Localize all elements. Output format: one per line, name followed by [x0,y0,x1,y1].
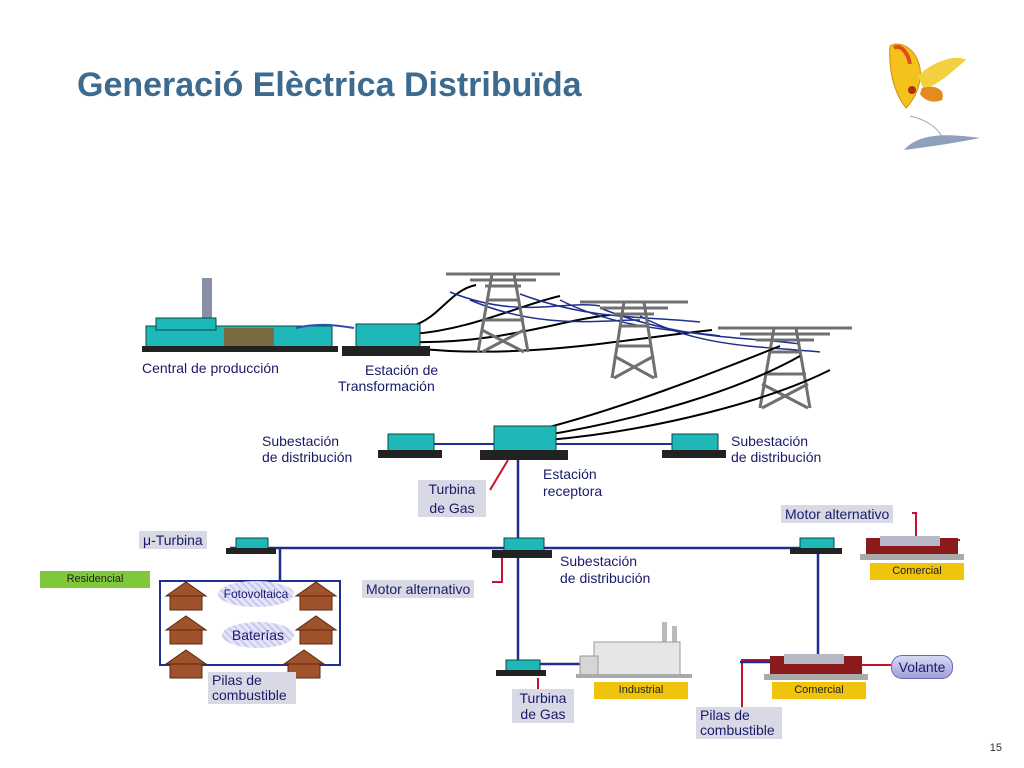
receiving-station-icon [480,425,568,460]
substation-right-icon [662,433,726,458]
label-subestacion-center-2: de distribución [560,570,651,586]
butterfly-logo [889,43,980,150]
label-estacion-receptora-2: receptora [543,483,603,499]
commercial-building-top-icon [860,536,964,560]
commercial-building-bottom-icon [764,654,868,680]
page-title: Generació Elèctrica Distribuïda [77,66,582,104]
tower-icon [580,300,688,380]
box-motor-alternativo-center: Motor alternativo [362,580,475,598]
tower-icon [446,272,560,354]
label-subestacion-left-2: de distribución [262,449,353,465]
volante-badge: Volante [891,655,953,679]
box-turbina-gas-top: Turbina de Gas [418,480,486,517]
tag-residencial: Residencial [40,571,150,588]
motor-right-icon [790,537,842,554]
tag-comercial-bottom: Comercial [772,682,866,699]
box-mu-turbina: μ-Turbina [139,531,207,549]
box-turbina-gas-bottom: Turbina de Gas [512,689,574,723]
label-pilas-left-2: combustible [212,687,287,703]
label-pilas-right-2: combustible [700,722,775,738]
ellipse-fotovoltaica: Fotovoltaica [218,581,294,607]
power-plant-icon [142,278,355,352]
label-estacion-receptora-1: Estación [543,466,597,482]
box-turbina-gas-bottom-1: Turbina [519,690,567,706]
tag-comercial-top: Comercial [870,563,964,580]
tower-icon [718,326,852,410]
label-estacion-transformacion-1: Estación de [365,362,439,378]
feeder-lines [529,345,831,441]
page-number: 15 [989,742,1002,754]
label-pilas-left-1: Pilas de [212,672,262,688]
micro-turbine-icon [226,537,276,554]
house-icon [164,581,338,679]
transformer-station-icon [342,323,430,356]
label-subestacion-right-2: de distribución [731,449,822,465]
label-estacion-transformacion-2: Transformación [338,378,435,394]
label-subestacion-left-1: Subestación [262,433,340,449]
label-subestacion-center-1: Subestación [560,553,638,569]
label-pilas-right: Pilas de combustible [696,707,782,739]
label-pilas-left: Pilas de combustible [208,672,296,704]
gas-turbine-bottom-icon [496,659,546,676]
substation-left-icon [378,433,442,458]
ellipse-baterias: Baterías [222,622,294,648]
industrial-building-icon [576,622,692,678]
box-turbina-gas-bottom-2: de Gas [520,706,566,722]
substation-center-icon [492,537,552,558]
label-subestacion-right-1: Subestación [731,433,809,449]
box-turbina-gas-top-1: Turbina [428,481,476,497]
box-turbina-gas-top-2: de Gas [429,500,475,516]
tag-industrial: Industrial [594,682,688,699]
label-pilas-right-1: Pilas de [700,707,750,723]
label-central: Central de producción [142,360,279,376]
box-motor-alternativo-right: Motor alternativo [781,505,894,523]
